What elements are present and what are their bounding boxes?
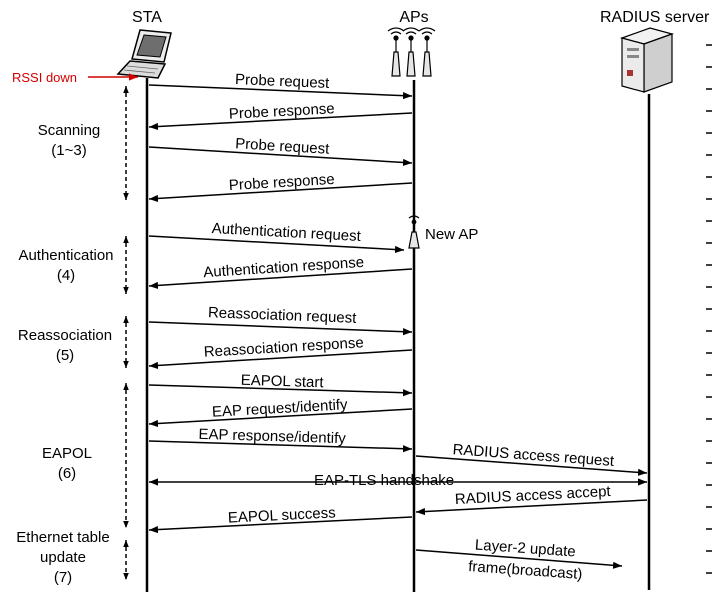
phase-scanning: Scanning (1~3)	[38, 122, 101, 159]
new-ap-icon	[408, 215, 420, 249]
msg-label-layer2-update: Layer-2 update	[474, 537, 576, 561]
msg-label-eap-tls-handshake: EAP-TLS handshake	[314, 472, 454, 489]
msg-arrow-layer2-update	[415, 549, 623, 569]
msg-label-radius-access-request: RADIUS access request	[452, 441, 615, 470]
msg-arrow-probe-response-2	[148, 182, 413, 203]
msg-arrow-probe-request-2	[148, 146, 413, 167]
msg-label-reassociation-request: Reassociation request	[208, 304, 358, 327]
phase-label: EAPOL	[42, 445, 92, 462]
msg-label-probe-request-1: Probe request	[235, 71, 331, 92]
new-ap-label: New AP	[425, 226, 478, 243]
laptop-icon	[116, 29, 172, 79]
phase-label: Scanning	[38, 122, 101, 139]
msg-arrow-authentication-response	[148, 268, 413, 290]
phase-label: Authentication	[18, 247, 113, 264]
right-edge-dashes	[706, 44, 712, 574]
msg-label-reassociation-response: Reassociation response	[203, 334, 364, 360]
phase-step: (7)	[54, 569, 72, 586]
rssi-down-label: RSSI down	[12, 70, 77, 85]
msg-arrow-eap-request-identify	[148, 408, 413, 428]
msg-label-probe-response-2: Probe response	[228, 171, 335, 194]
phase-reassociation: Reassociation (5)	[18, 327, 112, 364]
msg-label-eapol-success: EAPOL success	[228, 504, 337, 526]
phase-step: (1~3)	[51, 142, 86, 159]
msg-label-eap-response-identify: EAP response/identify	[198, 426, 346, 447]
msg-label-probe-request-2: Probe request	[235, 135, 331, 158]
phase-eapol: EAPOL (6)	[42, 445, 92, 482]
aps-label: APs	[399, 9, 428, 26]
phase-step: (4)	[57, 267, 75, 284]
radius-server-label: RADIUS server	[600, 9, 710, 26]
msg-label-radius-access-accept: RADIUS access accept	[454, 483, 611, 508]
msg-arrow-reassociation-response	[148, 349, 413, 370]
phase-label: Reassociation	[18, 327, 112, 344]
msg-arrow-authentication-request	[148, 235, 405, 254]
msg-arrow-eapol-start	[148, 384, 413, 397]
phase-label: Ethernet table	[16, 529, 109, 546]
msg-label-eapol-start: EAPOL start	[240, 372, 324, 391]
msg-arrow-eap-response-identify	[148, 440, 413, 453]
server-icon	[620, 27, 674, 93]
phase-authentication: Authentication (4)	[18, 247, 113, 284]
msg-arrow-probe-request-1	[148, 84, 413, 100]
phase-step: (5)	[56, 347, 74, 364]
access-points-icon	[387, 27, 436, 77]
phase-step: (6)	[58, 465, 76, 482]
msg-arrow-eapol-success	[148, 516, 413, 534]
phase-ethernet-table-update: Ethernet table update (7)	[16, 529, 109, 586]
phase-label-2: update	[40, 549, 86, 566]
msg-arrow-radius-access-accept	[415, 499, 648, 516]
msg-arrow-radius-access-request	[415, 455, 648, 476]
sta-label: STA	[132, 9, 162, 26]
msg-arrow-reassociation-request	[148, 321, 413, 336]
msg-arrow-probe-response-1	[148, 112, 413, 131]
msg-label-probe-response-1: Probe response	[228, 100, 335, 123]
